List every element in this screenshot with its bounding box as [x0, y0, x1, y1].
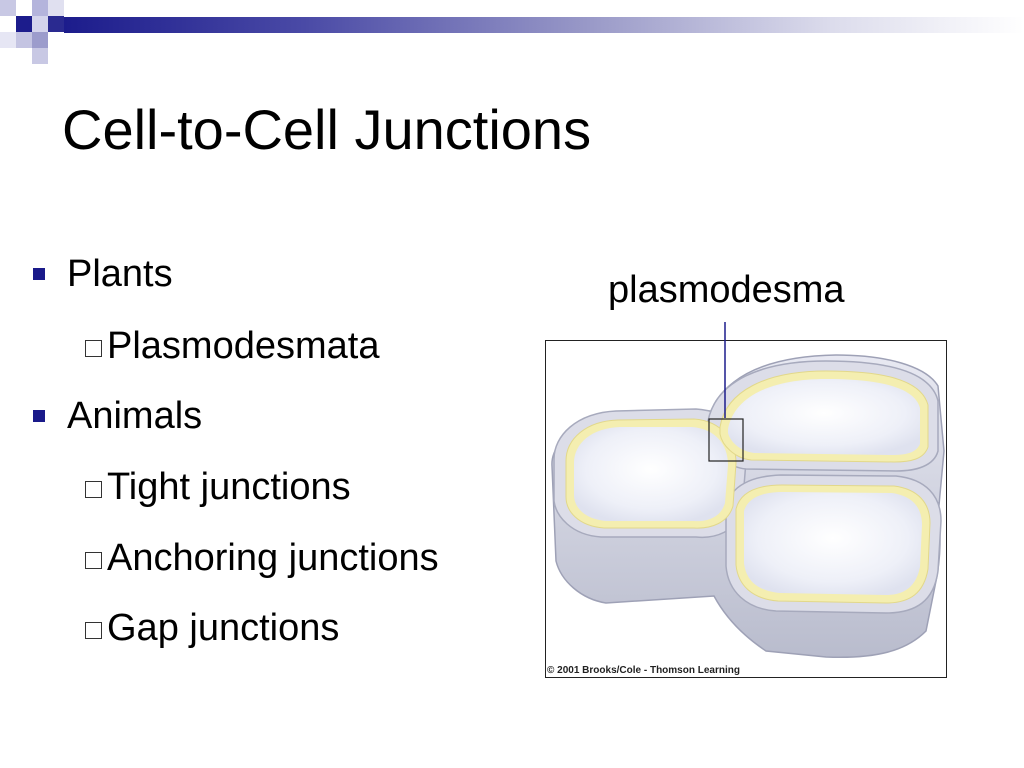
- deco-square: [32, 32, 48, 48]
- bullet-text: Gap junctions: [107, 607, 340, 649]
- deco-square: [48, 16, 64, 32]
- header-gradient-bar: [64, 17, 1024, 33]
- figure-frame: © 2001 Brooks/Cole - Thomson Learning: [545, 340, 947, 678]
- square-bullet-icon: [33, 268, 45, 280]
- bullet-text: Tight junctions: [107, 466, 351, 508]
- deco-square: [48, 0, 64, 16]
- slide-title: Cell-to-Cell Junctions: [62, 98, 592, 161]
- plasmodesma-highlight-box: [708, 418, 744, 462]
- bullet-text: Plants: [67, 253, 173, 295]
- hollow-square-bullet-icon: [85, 621, 102, 639]
- plant-cells-illustration: [551, 354, 945, 659]
- square-bullet-icon: [33, 410, 45, 422]
- figure-credit: © 2001 Brooks/Cole - Thomson Learning: [547, 665, 740, 676]
- header-decoration: [0, 0, 1024, 70]
- bullet-item-plasmodesmata: Plasmodesmata: [85, 324, 379, 368]
- bullet-item-animals: Animals: [33, 394, 202, 438]
- bullet-text: Anchoring junctions: [107, 537, 439, 579]
- bullet-text: Plasmodesmata: [107, 325, 380, 367]
- cell-interior-top-right: [728, 379, 920, 455]
- deco-square: [32, 48, 48, 64]
- deco-square: [0, 32, 16, 48]
- deco-square: [0, 0, 16, 16]
- deco-square: [32, 0, 48, 16]
- deco-square: [32, 16, 48, 32]
- hollow-square-bullet-icon: [85, 480, 102, 498]
- bullet-item-gap-junctions: Gap junctions: [85, 606, 339, 650]
- hollow-square-bullet-icon: [85, 339, 102, 357]
- callout-label: plasmodesma: [608, 269, 845, 311]
- cell-interior-bottom-right: [744, 492, 922, 595]
- cell-interior-left: [574, 427, 728, 522]
- hollow-square-bullet-icon: [85, 551, 102, 569]
- bullet-item-plants: Plants: [33, 252, 173, 296]
- deco-square: [16, 16, 32, 32]
- bullet-item-anchoring-junctions: Anchoring junctions: [85, 536, 439, 580]
- bullet-text: Animals: [67, 395, 203, 437]
- deco-square: [16, 32, 32, 48]
- bullet-item-tight-junctions: Tight junctions: [85, 465, 351, 509]
